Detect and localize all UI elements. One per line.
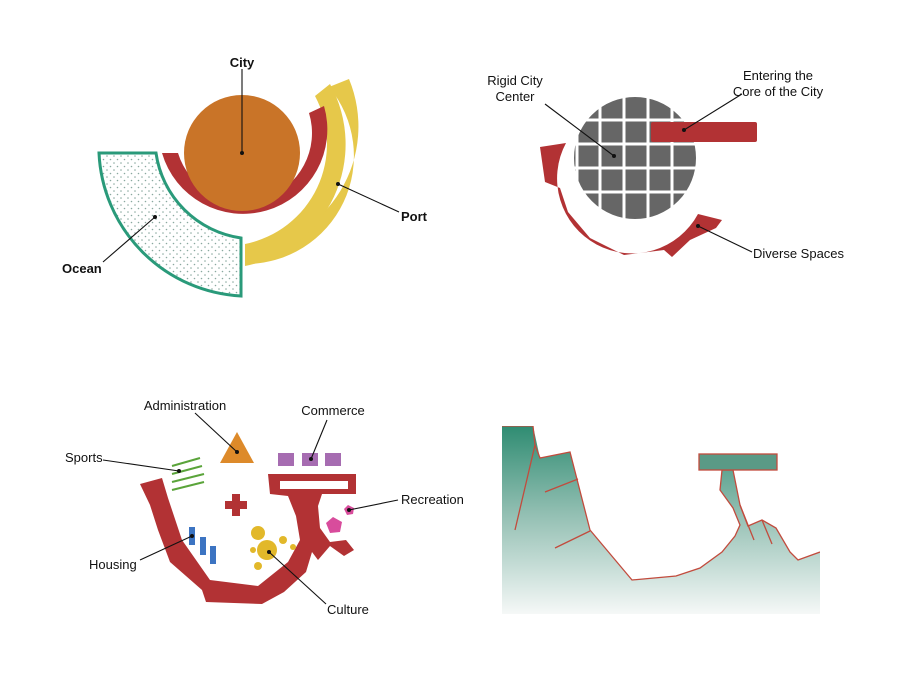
port-leader <box>337 183 400 213</box>
diverse-leader <box>697 225 753 253</box>
frame-stem <box>306 489 312 530</box>
port-arc-fill <box>245 84 346 266</box>
coastline <box>502 426 820 581</box>
port-leader-dot <box>336 182 340 186</box>
cross-symbol <box>225 494 247 516</box>
functional-zones-diagram: Administration Commerce Sports Recreatio… <box>65 398 464 617</box>
grid-core <box>572 95 698 221</box>
rigid-city-center-diagram: Rigid City Center Entering the Core of t… <box>487 68 844 261</box>
ocean-leader <box>102 216 156 263</box>
housing-label: Housing <box>89 557 137 572</box>
commerce-square-1 <box>278 453 294 466</box>
port-arc <box>245 79 359 265</box>
entering-leader <box>683 93 743 131</box>
commerce-label: Commerce <box>301 403 365 418</box>
rigid-label-line2: Center <box>495 89 535 104</box>
coastline-map <box>502 426 820 614</box>
city-port-ocean-diagram: City Port Ocean <box>62 55 428 298</box>
housing-bar-2 <box>200 537 206 555</box>
city-leader-dot <box>240 151 244 155</box>
city-label: City <box>230 55 255 70</box>
rigid-leader <box>544 103 615 157</box>
rigid-leader-dot <box>612 154 616 158</box>
main-spine <box>140 474 356 604</box>
administration-triangle <box>220 432 254 463</box>
culture-label: Culture <box>327 602 369 617</box>
entering-leader-dot <box>682 128 686 132</box>
recreation-pentagon-large <box>326 517 342 533</box>
administration-leader <box>194 412 238 453</box>
port-label: Port <box>401 209 428 224</box>
sports-leader <box>102 459 180 472</box>
pier-head <box>698 453 778 471</box>
sports-label: Sports <box>65 450 103 465</box>
housing-bar-3 <box>210 546 216 564</box>
diverse-spaces-band <box>540 143 722 257</box>
ocean-leader-dot <box>153 215 157 219</box>
culture-leader <box>268 551 327 605</box>
frame-gap <box>280 481 348 489</box>
administration-label: Administration <box>144 398 226 413</box>
diverse-leader-dot <box>696 224 700 228</box>
commerce-square-3 <box>325 453 341 466</box>
channel-lines <box>514 444 773 549</box>
sea-area <box>502 426 820 614</box>
sports-lines <box>171 457 205 491</box>
recreation-leader-dot <box>347 508 351 512</box>
entering-label-line1: Entering the <box>743 68 813 83</box>
rigid-label-line1: Rigid City <box>487 73 543 88</box>
commerce-leader-dot <box>309 457 313 461</box>
recreation-label: Recreation <box>401 492 464 507</box>
commerce-leader <box>310 419 328 460</box>
recreation-leader <box>348 499 399 511</box>
diverse-label: Diverse Spaces <box>753 246 845 261</box>
entering-bar <box>651 122 757 142</box>
ocean-sector <box>97 151 243 298</box>
housing-leader <box>139 535 193 561</box>
housing-leader-dot <box>190 534 194 538</box>
culture-leader-dot <box>267 550 271 554</box>
sports-leader-dot <box>177 469 181 473</box>
administration-leader-dot <box>235 450 239 454</box>
ocean-label: Ocean <box>62 261 102 276</box>
entering-label-line2: Core of the City <box>733 84 824 99</box>
